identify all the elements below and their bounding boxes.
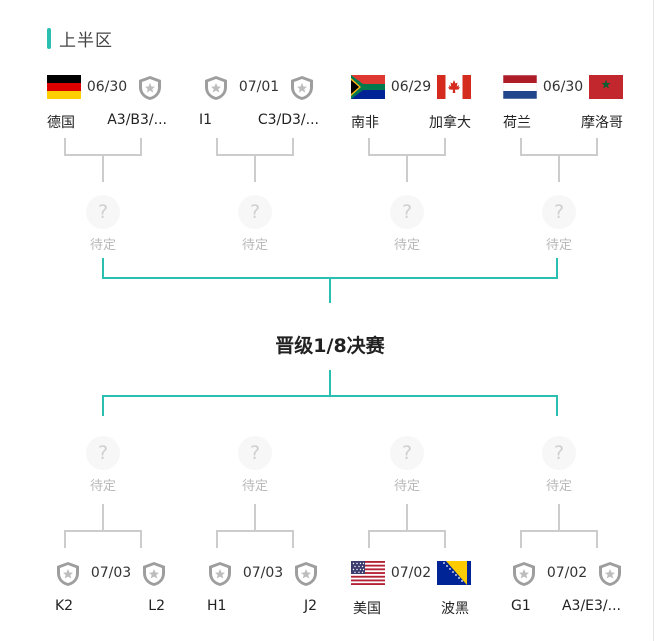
- pending-label: 待定: [545, 479, 572, 494]
- away-team-name: A3/E3/...: [561, 598, 621, 614]
- away-team-name: A3/B3/...: [107, 112, 167, 128]
- match-date: 06/30: [542, 79, 584, 95]
- flag-bosnia-icon: [437, 561, 471, 585]
- match-card[interactable]: 07/01 I1 C3/D3/...: [199, 75, 319, 145]
- question-icon: ?: [238, 195, 272, 229]
- connector-bottom-aggregate: [102, 370, 558, 416]
- match-card[interactable]: 07/03 H1 J2: [203, 561, 323, 631]
- connector-bottom-2: [216, 504, 294, 548]
- section-title: 上半区: [59, 31, 113, 51]
- match-card[interactable]: 07/02 G1 A3/E3/...: [507, 561, 627, 631]
- match-date: 07/02: [546, 565, 588, 581]
- shield-icon: [143, 562, 165, 586]
- pending-slot: ? 待定: [377, 195, 437, 253]
- match-date: 06/30: [86, 79, 128, 95]
- shield-icon: [513, 562, 535, 586]
- connector-bottom-1: [64, 504, 142, 548]
- question-icon: ?: [86, 195, 120, 229]
- pending-label: 待定: [241, 479, 268, 494]
- pending-slot: ? 待定: [529, 195, 589, 253]
- connector-top-1: [64, 138, 142, 182]
- flag-usa-icon: [351, 561, 385, 585]
- away-team-name: 加拿大: [429, 115, 471, 131]
- shield-icon: [139, 76, 161, 100]
- pending-label: 待定: [545, 238, 572, 253]
- home-team-name: 南非: [351, 115, 379, 131]
- pending-label: 待定: [393, 238, 420, 253]
- pending-slot: ? 待定: [225, 436, 285, 494]
- connector-bottom-4: [520, 504, 598, 548]
- connector-top-2: [216, 138, 294, 182]
- shield-icon: [291, 76, 313, 100]
- home-team-name: 德国: [47, 115, 75, 131]
- question-icon: ?: [238, 436, 272, 470]
- pending-slot: ? 待定: [73, 436, 133, 494]
- match-date: 06/29: [390, 79, 432, 95]
- home-team-name: H1: [207, 598, 227, 614]
- away-team-name: 摩洛哥: [581, 115, 623, 131]
- shield-icon: [205, 76, 227, 100]
- pending-label: 待定: [89, 238, 116, 253]
- flag-germany-icon: [47, 75, 81, 99]
- stage-title: 晋级1/8决赛: [275, 335, 385, 357]
- pending-slot: ? 待定: [73, 195, 133, 253]
- match-card[interactable]: 06/30 荷兰 摩洛哥: [503, 75, 623, 145]
- shield-icon: [57, 562, 79, 586]
- connector-top-4: [520, 138, 598, 182]
- home-team-name: 美国: [353, 601, 381, 617]
- section-accent-bar: [47, 28, 51, 49]
- shield-icon: [209, 562, 231, 586]
- pending-slot: ? 待定: [377, 436, 437, 494]
- pending-label: 待定: [241, 238, 268, 253]
- question-icon: ?: [390, 436, 424, 470]
- shield-icon: [599, 562, 621, 586]
- connector-top-3: [368, 138, 446, 182]
- match-date: 07/03: [242, 565, 284, 581]
- away-team-name: C3/D3/...: [257, 112, 319, 128]
- flag-morocco-icon: [589, 75, 623, 99]
- question-icon: ?: [390, 195, 424, 229]
- match-card[interactable]: 07/03 K2 L2: [51, 561, 171, 631]
- match-card[interactable]: 07/02 美国 波黑: [351, 561, 471, 631]
- connector-bottom-3: [368, 504, 446, 548]
- home-team-name: I1: [199, 112, 213, 128]
- match-date: 07/02: [390, 565, 432, 581]
- shield-icon: [295, 562, 317, 586]
- flag-south-africa-icon: [351, 75, 385, 99]
- match-card[interactable]: 06/30 德国 A3/B3/...: [47, 75, 167, 145]
- match-card[interactable]: 06/29 南非 加拿大: [351, 75, 471, 145]
- question-icon: ?: [86, 436, 120, 470]
- question-icon: ?: [542, 436, 576, 470]
- home-team-name: G1: [511, 598, 531, 614]
- section-header: 上半区: [47, 26, 113, 51]
- home-team-name: 荷兰: [503, 115, 531, 131]
- pending-slot: ? 待定: [225, 195, 285, 253]
- away-team-name: 波黑: [441, 601, 469, 617]
- question-icon: ?: [542, 195, 576, 229]
- flag-netherlands-icon: [503, 75, 537, 99]
- flag-canada-icon: [437, 75, 471, 99]
- pending-slot: ? 待定: [529, 436, 589, 494]
- home-team-name: K2: [55, 598, 74, 614]
- match-date: 07/01: [238, 79, 280, 95]
- match-date: 07/03: [90, 565, 132, 581]
- pending-label: 待定: [393, 479, 420, 494]
- pending-label: 待定: [89, 479, 116, 494]
- connector-top-aggregate: [102, 258, 558, 303]
- right-divider: [653, 0, 654, 641]
- away-team-name: L2: [148, 598, 165, 614]
- away-team-name: J2: [303, 598, 317, 614]
